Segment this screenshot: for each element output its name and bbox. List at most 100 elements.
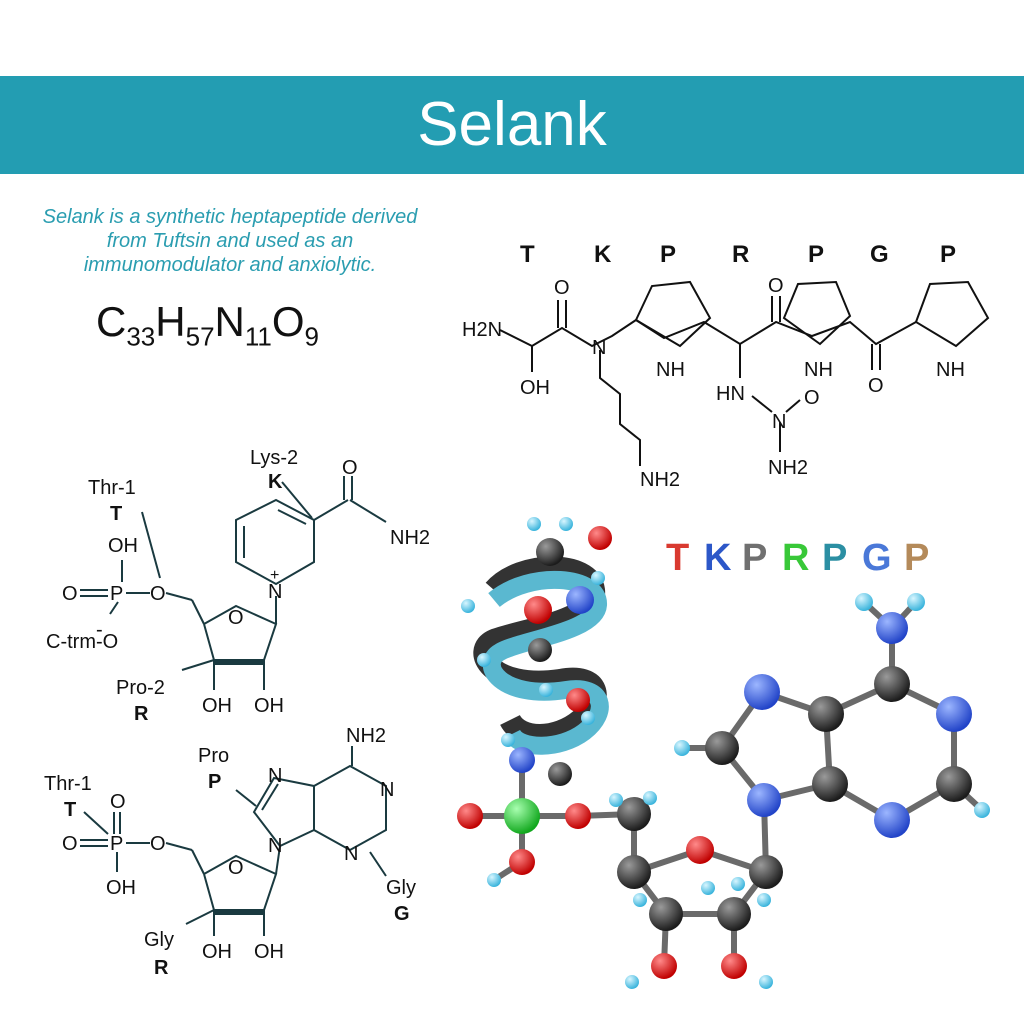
carbon-atom: [649, 897, 683, 931]
nitrogen-atom: [876, 612, 908, 644]
nitrogen-atom: [509, 747, 535, 773]
atom2-n-9: N: [268, 835, 282, 857]
label-pro2: Pro-2: [116, 677, 165, 699]
residue-letter-p2: P: [808, 241, 824, 268]
formula-n-symbol: N: [214, 298, 245, 345]
label2-pro-letter: P: [208, 771, 221, 793]
atom2-o-ester: O: [150, 833, 166, 855]
nitrogen-atom: [874, 802, 910, 838]
atom2-n-3: N: [344, 843, 358, 865]
hydrogen-atom: [974, 802, 990, 818]
atom-p: P: [110, 583, 123, 605]
label2-pro: Pro: [198, 745, 229, 767]
atom-oh-2: OH: [254, 695, 284, 717]
sequence-letter-3: R: [782, 537, 809, 579]
formula-h-count: 57: [185, 321, 215, 352]
atom-o-ring: O: [228, 607, 244, 629]
carbon-atom: [528, 638, 552, 662]
atom2-p: P: [110, 833, 123, 855]
sequence-letter-5: G: [862, 537, 892, 579]
oxygen-atom: [686, 836, 714, 864]
formula-o-symbol: O: [271, 298, 305, 345]
atom2-oh-p: OH: [106, 877, 136, 899]
atom-n-eq: N: [772, 411, 786, 433]
atom-nh2: NH: [804, 359, 833, 381]
carbon-atom: [617, 797, 651, 831]
label-thr1: Thr-1: [88, 477, 136, 499]
carbon-atom: [808, 696, 844, 732]
residue-letter-t: T: [520, 241, 535, 268]
hydrogen-atom: [591, 571, 605, 585]
molecular-formula: C33H57N11O9: [96, 298, 319, 352]
hydrogen-atom: [559, 517, 573, 531]
label-thr1-letter: T: [110, 503, 122, 525]
atom2-nh2: NH2: [346, 725, 386, 747]
nitrogen-atom: [747, 783, 781, 817]
oxygen-atom: [457, 803, 483, 829]
carbon-atom: [617, 855, 651, 889]
formula-h-symbol: H: [155, 298, 186, 345]
hydrogen-atom: [527, 517, 541, 531]
description-text: Selank is a synthetic heptapeptide deriv…: [42, 206, 418, 276]
label2-gly-left: Gly: [144, 929, 174, 951]
carbon-atom: [705, 731, 739, 765]
residue-letter-p3: P: [940, 241, 956, 268]
carbon-atom: [936, 766, 972, 802]
formula-c-symbol: C: [96, 298, 127, 345]
label-lys2-letter: K: [268, 471, 283, 493]
hydrogen-atom: [731, 877, 745, 891]
oxygen-atom: [721, 953, 747, 979]
atom-nh2-amide: NH2: [390, 527, 430, 549]
atom-nh1: NH: [656, 359, 685, 381]
hydrogen-atom: [633, 893, 647, 907]
hydrogen-atom: [581, 711, 595, 725]
sequence-letter-0: T: [666, 537, 689, 579]
label-lys2: Lys-2: [250, 447, 298, 469]
label-pro2-letter: R: [134, 703, 149, 725]
page-title: Selank: [417, 90, 607, 159]
atom-oh-p: OH: [108, 535, 138, 557]
carbon-atom: [812, 766, 848, 802]
atom-plus: +: [270, 567, 279, 584]
atom-o-ester: O: [150, 583, 166, 605]
formula-c-count: 33: [126, 321, 156, 352]
hydrogen-atom: [701, 881, 715, 895]
oxygen-atom: [651, 953, 677, 979]
hydrogen-atom: [759, 975, 773, 989]
hydrogen-atom: [757, 893, 771, 907]
atom-nh3: NH: [936, 359, 965, 381]
atom2-o-double: O: [62, 833, 78, 855]
residue-letter-r: R: [732, 241, 749, 268]
atom2-oh-2: OH: [254, 941, 284, 963]
sequence-letter-4: P: [822, 537, 847, 579]
oxygen-atom: [524, 596, 552, 624]
oxygen-atom: [565, 803, 591, 829]
label2-gly-left-letter: R: [154, 957, 169, 979]
atom-oh-1: OH: [202, 695, 232, 717]
sequence-letter-6: P: [904, 537, 929, 579]
atom-h2n: H2N: [462, 319, 502, 341]
atom-minus: -: [96, 619, 103, 641]
carbon-atom: [548, 762, 572, 786]
carbon-atom: [536, 538, 564, 566]
atom-o3: O: [868, 375, 884, 397]
hydrogen-atom: [643, 791, 657, 805]
label2-thr1: Thr-1: [44, 773, 92, 795]
label2-thr1-letter: T: [64, 799, 76, 821]
nitrogen-atom: [936, 696, 972, 732]
atom-o4: O: [804, 387, 820, 409]
carbon-atom: [717, 897, 751, 931]
label2-gly-right-letter: G: [394, 903, 410, 925]
atom2-o-top: O: [110, 791, 126, 813]
hydrogen-atom: [907, 593, 925, 611]
hydrogen-atom: [609, 793, 623, 807]
nitrogen-atom: [566, 586, 594, 614]
oxygen-atom: [509, 849, 535, 875]
atom-hn: HN: [716, 383, 745, 405]
hydrogen-atom: [461, 599, 475, 613]
